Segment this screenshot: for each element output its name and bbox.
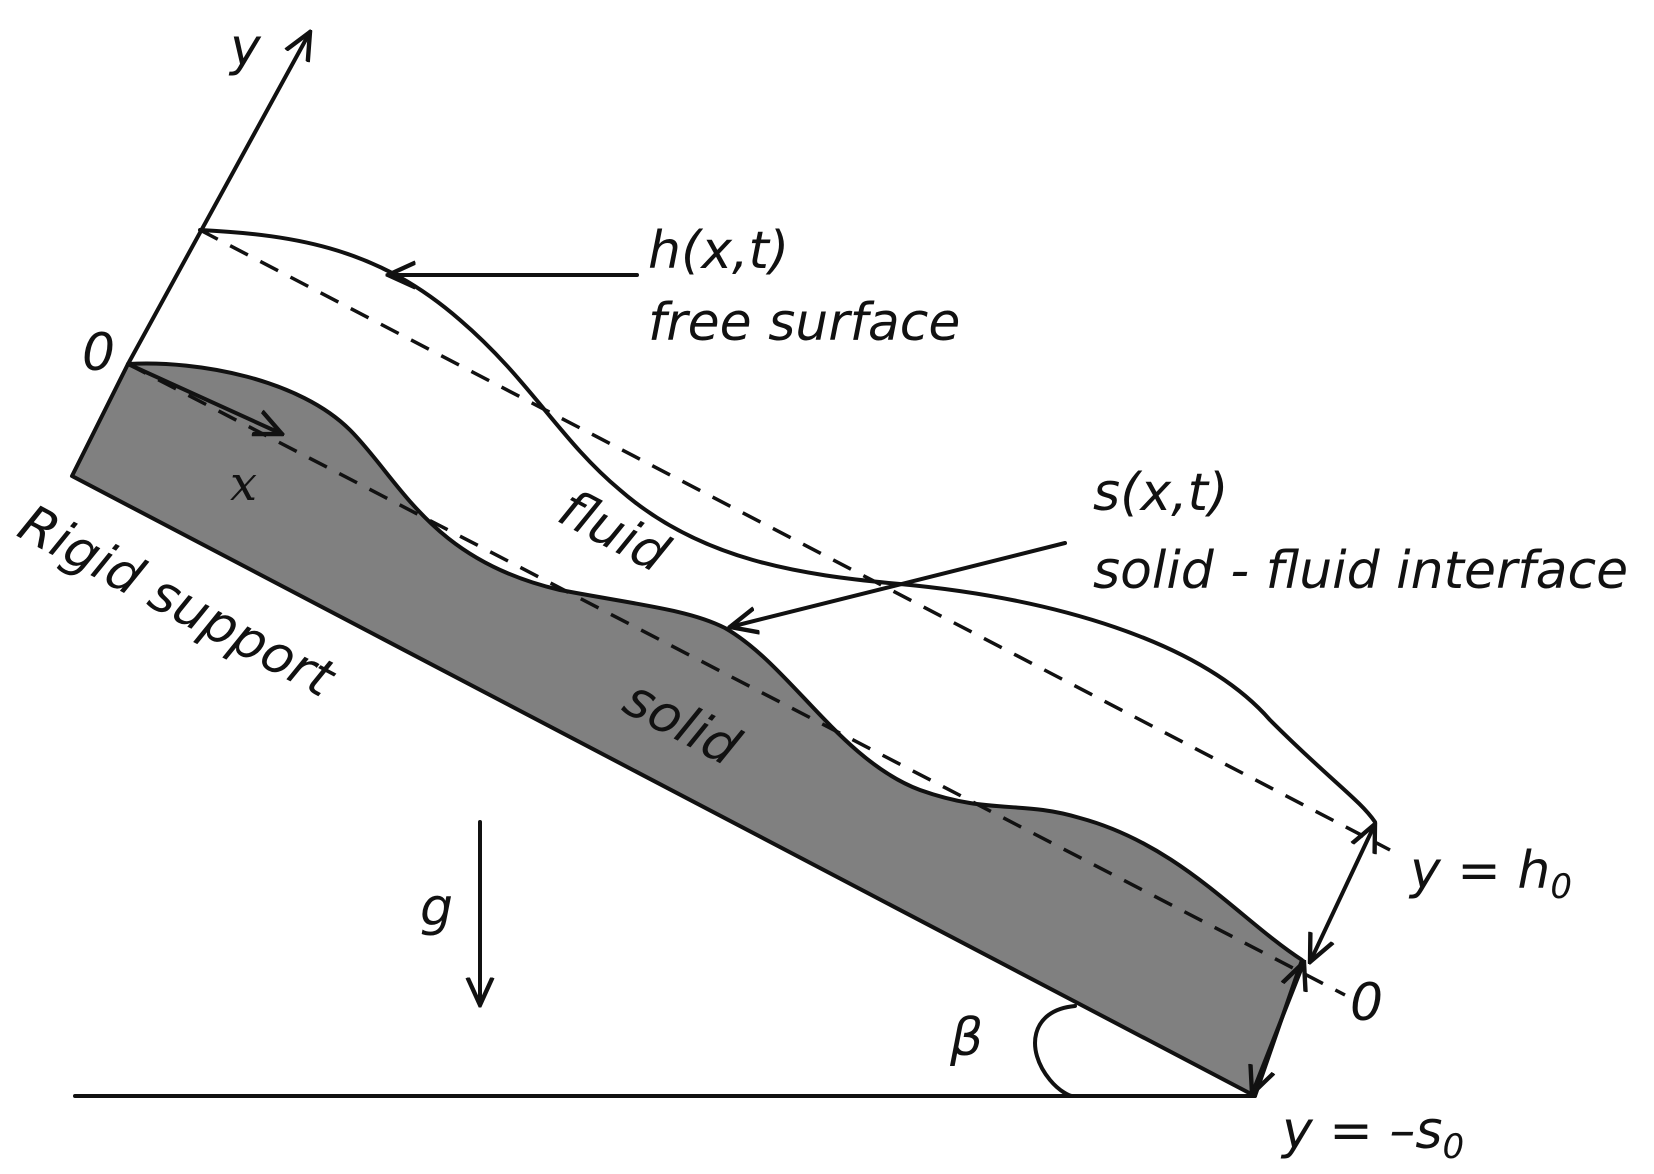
x-axis-arrow bbox=[126, 362, 282, 434]
mean-interface-dashed bbox=[127, 362, 1346, 997]
y-axis-arrow bbox=[126, 32, 310, 366]
origin-label: 0 bbox=[82, 323, 115, 383]
s-pointer-arrow bbox=[730, 541, 1067, 627]
mean-free-surface-dashed bbox=[199, 228, 1391, 852]
s-function-label: s(x,t) bbox=[1093, 463, 1228, 523]
h0-label-prefix: y = h bbox=[1408, 841, 1550, 901]
free-surface-label: free surface bbox=[648, 293, 960, 353]
free-surface-curve bbox=[198, 228, 1377, 824]
x-axis-label: x bbox=[230, 456, 257, 512]
fluid-label: fluid bbox=[549, 479, 679, 586]
h0-label-sub: 0 bbox=[1550, 867, 1572, 907]
h0-label: y = h0 bbox=[1408, 841, 1572, 907]
h-function-label: h(x,t) bbox=[648, 221, 789, 281]
y-axis-label: y bbox=[228, 18, 262, 78]
beta-label: β bbox=[949, 1008, 983, 1068]
h0-dimension-arrow bbox=[1310, 824, 1375, 962]
zero-right-label: 0 bbox=[1350, 973, 1383, 1033]
beta-angle-arc bbox=[1033, 1004, 1077, 1098]
s0-label: y = –s0 bbox=[1280, 1101, 1464, 1167]
s0-label-prefix: y = –s bbox=[1280, 1101, 1443, 1161]
s0-dimension-arrow bbox=[1252, 962, 1304, 1094]
interface-label: solid - fluid interface bbox=[1093, 541, 1628, 601]
gravity-label: g bbox=[420, 878, 453, 938]
s0-label-sub: 0 bbox=[1443, 1127, 1465, 1167]
